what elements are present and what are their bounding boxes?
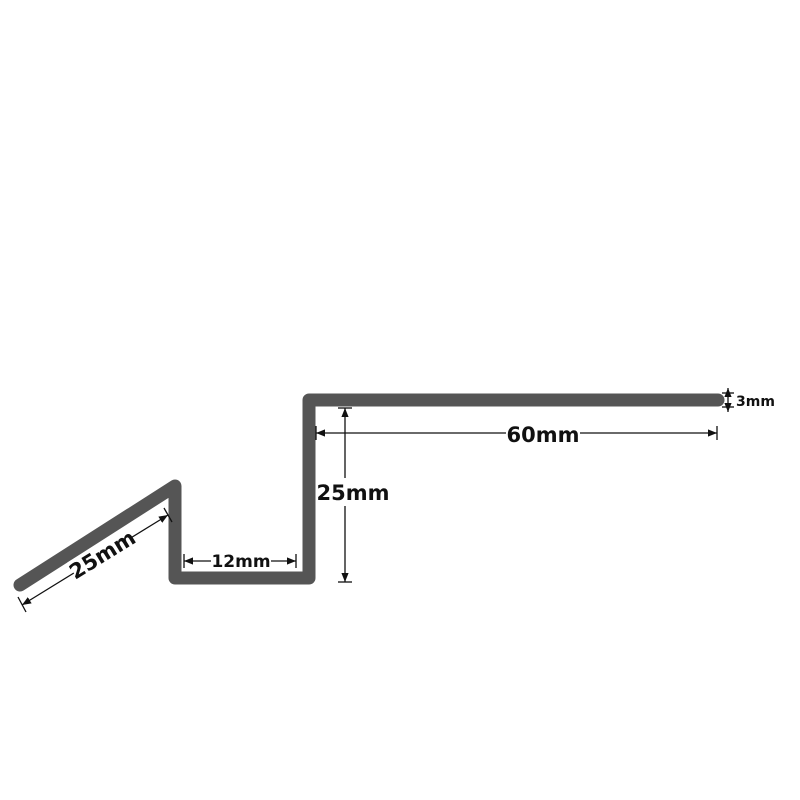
trim-profile bbox=[13, 393, 725, 592]
riser-dimension: 25mm bbox=[316, 407, 390, 583]
top-flange-dimension: 60mm bbox=[315, 421, 718, 447]
angled-leg-tick-start bbox=[17, 596, 27, 613]
bottom-channel-label: 12mm bbox=[211, 552, 270, 572]
riser-label: 25mm bbox=[317, 481, 390, 505]
angled-leg-dimension: 25mm bbox=[17, 507, 173, 613]
top-flange-label: 60mm bbox=[507, 423, 580, 447]
thickness-label: 3mm bbox=[736, 394, 775, 410]
bottom-channel-dimension: 12mm bbox=[183, 551, 297, 572]
angled-leg-tick-end bbox=[163, 507, 173, 523]
thickness-dimension: 3mm bbox=[722, 388, 775, 412]
